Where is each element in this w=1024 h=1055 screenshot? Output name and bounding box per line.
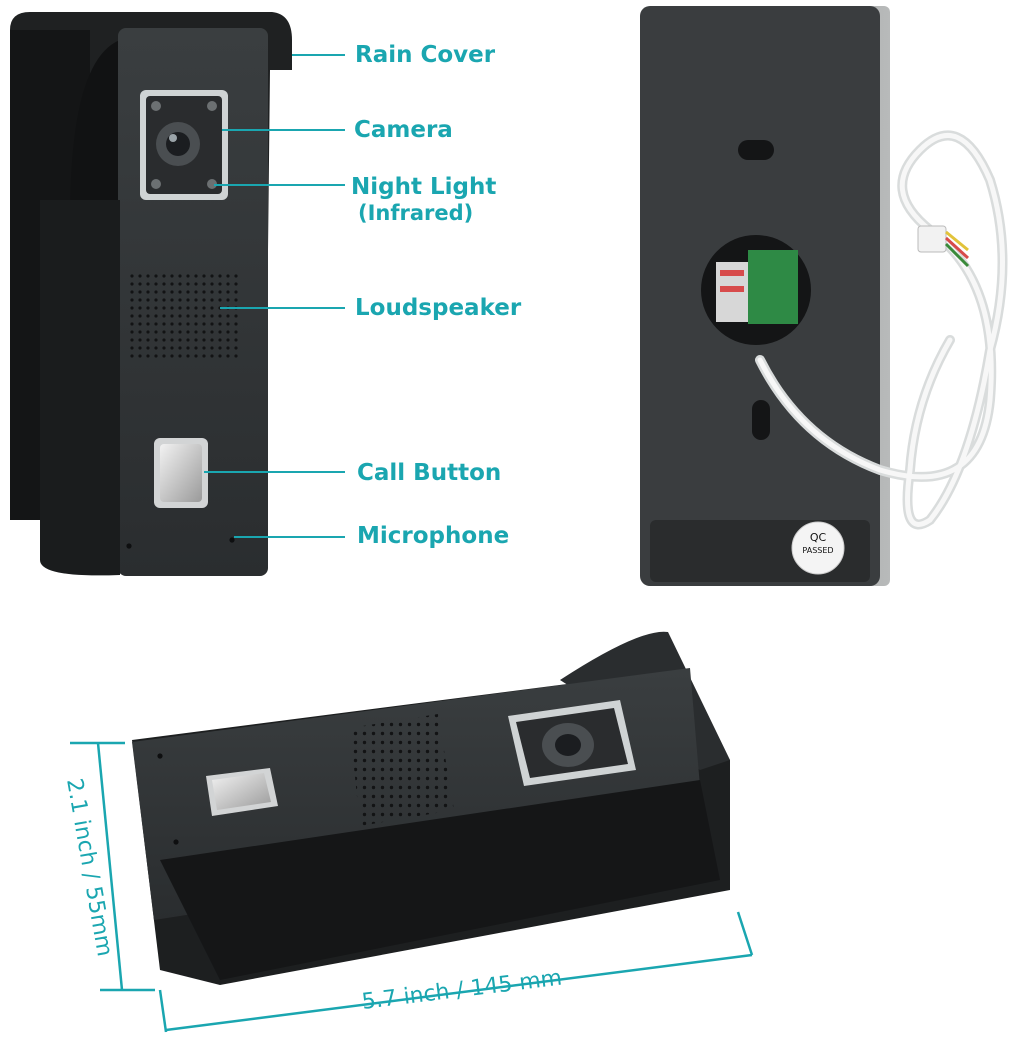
label-microphone: Microphone [357, 523, 510, 549]
angled-speaker-grille [350, 714, 454, 826]
label-rain-cover: Rain Cover [355, 42, 496, 68]
label-camera: Camera [354, 117, 453, 143]
qc-sticker-line1: QC [809, 531, 827, 544]
qc-sticker [791, 521, 845, 575]
label-call-button: Call Button [357, 460, 502, 486]
dimension-lines [70, 741, 754, 1033]
cable-connector [917, 225, 947, 253]
front-view [10, 12, 292, 576]
mic-hole [126, 543, 132, 549]
back-view [640, 6, 1008, 586]
ir-led [151, 101, 161, 111]
label-night-light: Night Light [351, 174, 497, 200]
label-night-light-sub: (Infrared) [358, 201, 474, 225]
qc-sticker-line2: PASSED [802, 546, 834, 555]
angled-view [132, 631, 730, 985]
speaker-grille [128, 270, 242, 358]
label-loudspeaker: Loudspeaker [355, 295, 522, 321]
leader-lines [204, 54, 345, 538]
